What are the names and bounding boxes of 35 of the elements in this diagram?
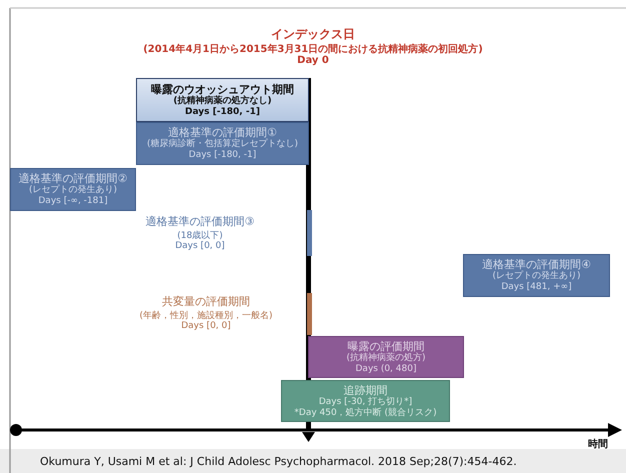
washout-period-box	[136, 78, 309, 122]
period-detail: (糖尿病診断・包括算定レセプトなし)	[146, 139, 298, 150]
period-title: 適格基準の評価期間①	[168, 126, 277, 140]
period-title: 曝露のウオッシュアウト期間	[151, 82, 294, 96]
period-detail: (レセプトの発生あり)	[492, 271, 581, 282]
period-detail: (レセプトの発生あり)	[28, 185, 118, 196]
period-title: 適格基準の評価期間④	[482, 258, 591, 272]
axis-label: 時間	[588, 438, 608, 451]
period-detail: Days [0, 0]	[180, 321, 232, 331]
period-detail: (年齢，性別，施設種別，一般名)	[138, 310, 274, 321]
exposure-period-box	[308, 336, 464, 378]
period-detail: Days [0, 0]	[174, 241, 226, 251]
period-title: 適格基準の評価期間②	[18, 172, 128, 186]
period-detail: Days [-180, -1]	[188, 150, 256, 161]
index-day-note: (2014年4月1日から2015年3月31日の間における抗精神病薬の初回処方)	[142, 42, 484, 56]
period-detail: Days [-∞, -181]	[38, 196, 108, 207]
period-title: 適格基準の評価期間③	[144, 214, 256, 229]
eligibility-period-box	[136, 122, 309, 165]
period-detail: Days (0, 480]	[356, 364, 416, 374]
period-detail: (18歳以下)	[176, 230, 224, 241]
citation: Okumura Y, Usami M et al: J Child Adolesc Psychopharmacol. 2018 Sep;28(7):454-462.	[40, 455, 517, 468]
period-title: 共変量の評価期間	[161, 294, 251, 309]
period-title: 追跡期間	[344, 384, 388, 397]
period-detail: Days [-30, 打ち切り*]	[318, 396, 412, 408]
follow-up-period-box	[281, 380, 450, 422]
period-detail: *Day 450，処方中断 (競合リスク)	[294, 408, 437, 418]
period-detail: Days [481, +∞]	[501, 282, 572, 293]
period-title: 曝露の評価期間	[348, 340, 424, 353]
index-day-label: Day 0	[296, 55, 330, 66]
eligibility-period-box	[10, 168, 136, 211]
index-day-title: インデックス日	[270, 26, 356, 43]
period-detail: (抗精神病薬の処方なし)	[173, 96, 272, 107]
eligibility-period-box	[463, 254, 610, 297]
period-detail: (抗精神病薬の処方)	[346, 352, 426, 364]
period-detail: Days [-180, -1]	[185, 106, 260, 118]
